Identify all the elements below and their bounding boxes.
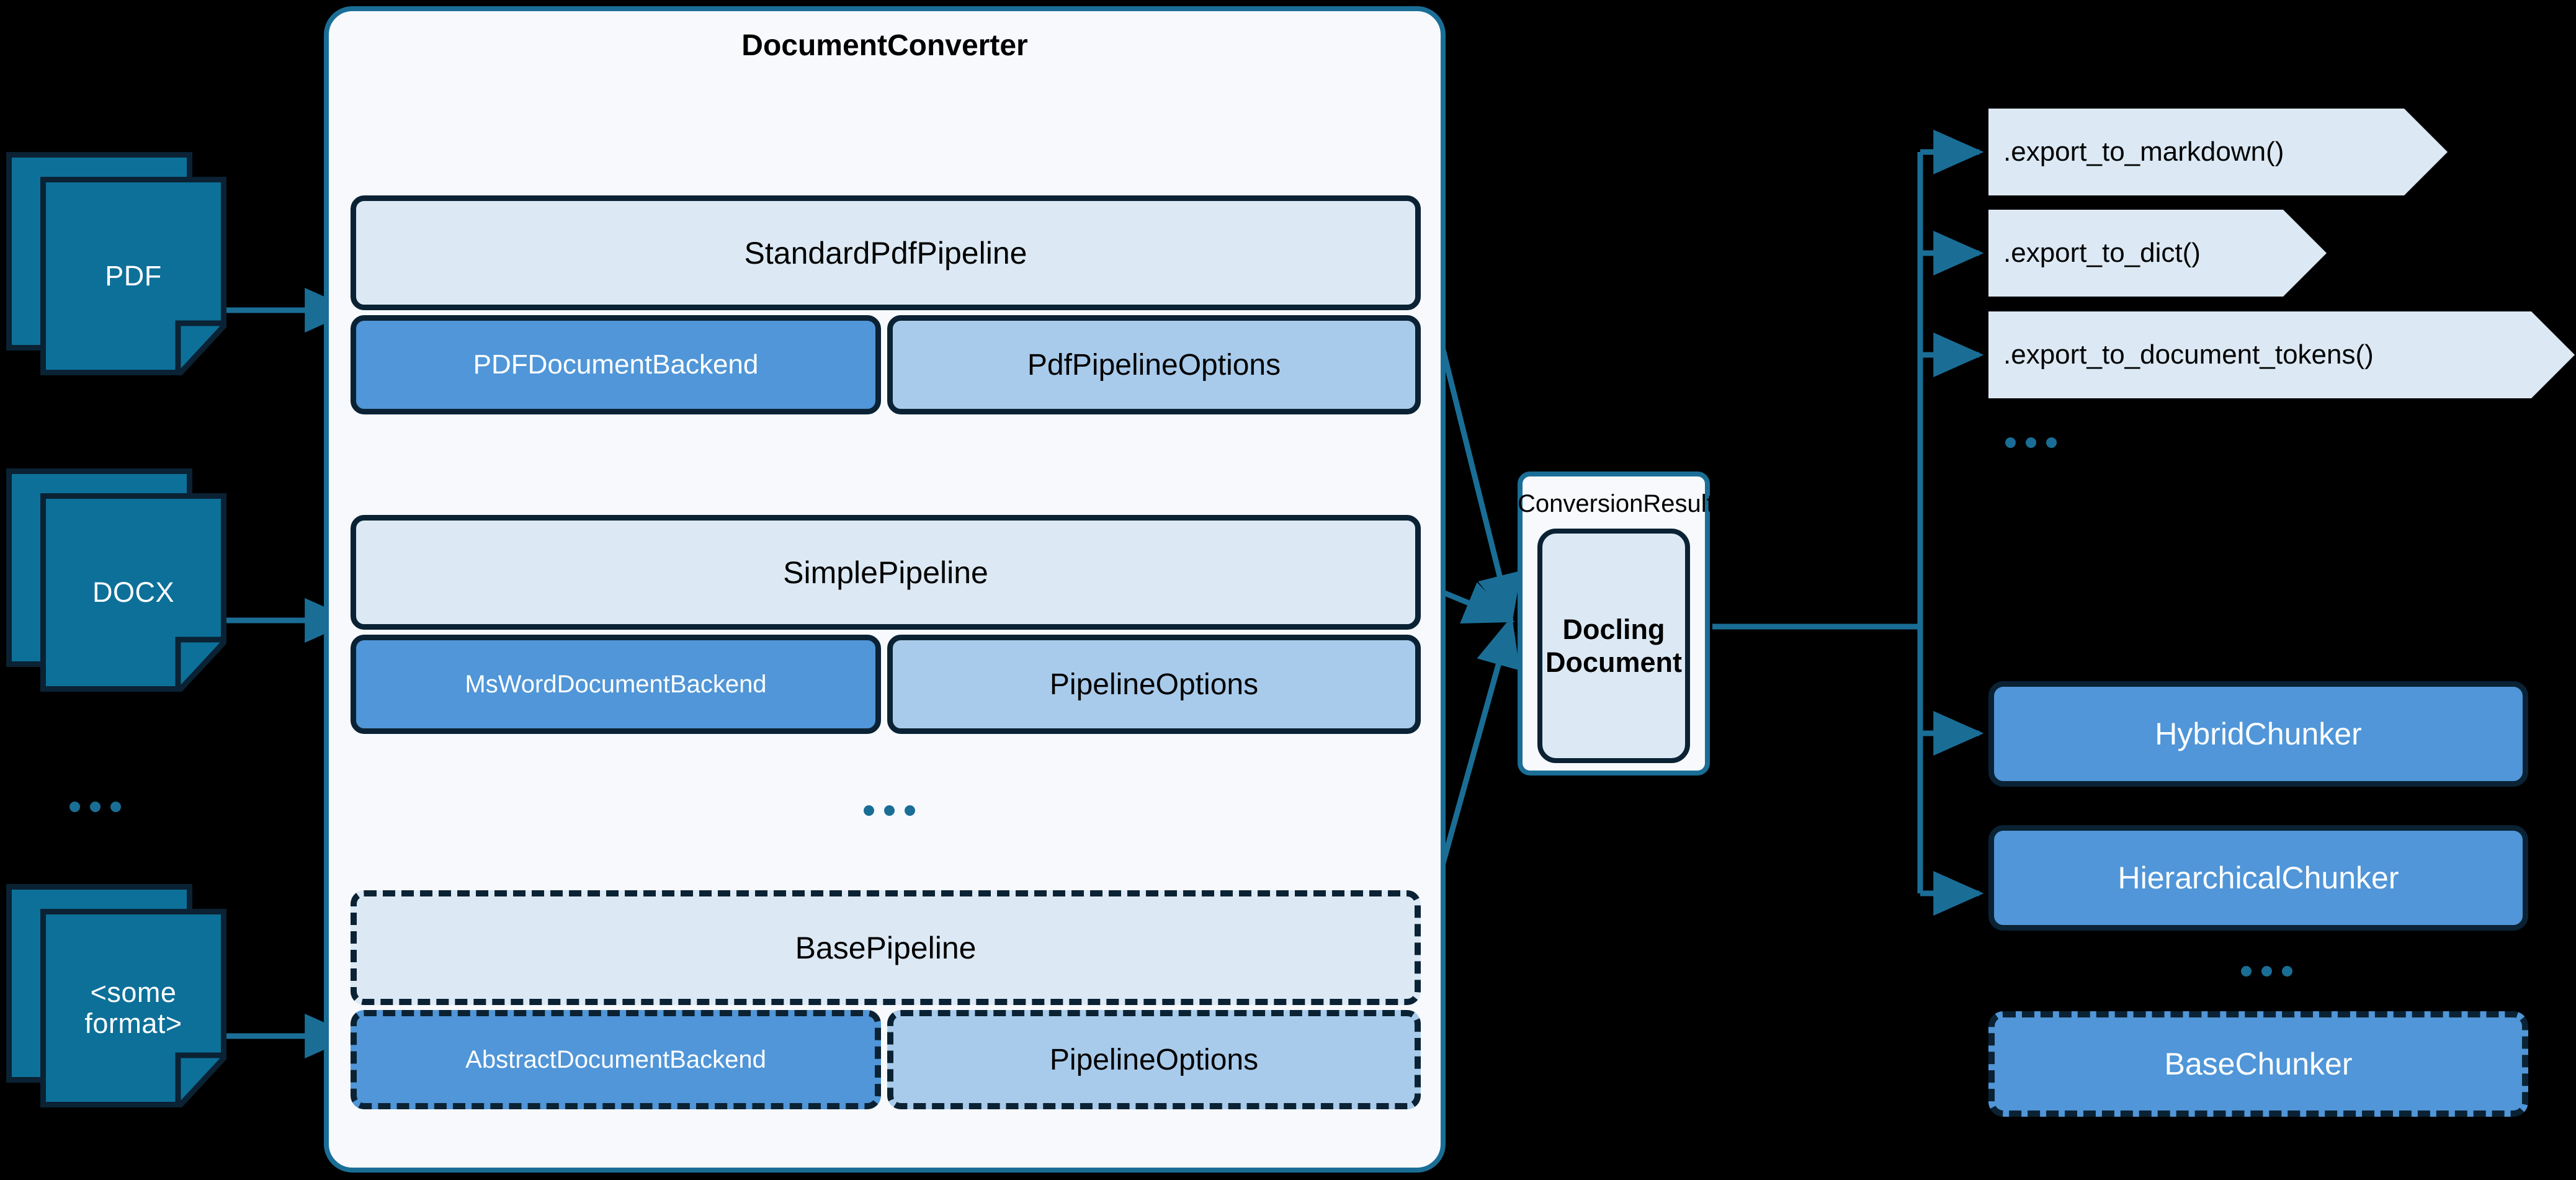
export-method-dict[interactable]: .export_to_dict() xyxy=(1988,210,2327,297)
pipeline-simplepipeline-header[interactable]: SimplePipeline xyxy=(351,515,1421,630)
document-icon-label: DOCX xyxy=(92,576,174,608)
export-method-document-tokens[interactable]: .export_to_document_tokens() xyxy=(1988,311,2575,398)
document-front-sheet xyxy=(40,493,226,692)
pipeline-standardpdfpipeline-header[interactable]: StandardPdfPipeline xyxy=(351,195,1421,310)
document-front-outline xyxy=(40,493,226,692)
pipeline-simplepipeline-options[interactable]: PipelineOptions xyxy=(887,635,1421,734)
chunker-hybrid[interactable]: HybridChunker xyxy=(1988,681,2528,787)
conversion-result-label: ConversionResult xyxy=(1518,490,1714,517)
document-icon-other-format[interactable]: <some format> xyxy=(6,884,230,1111)
chunker-ellipsis xyxy=(2241,966,2292,977)
input-ellipsis xyxy=(69,802,121,812)
pipeline-basepipeline-options[interactable]: PipelineOptions xyxy=(887,1010,1421,1109)
document-icon-pdf[interactable]: PDF xyxy=(6,152,230,378)
pipeline-standardpdfpipeline-backend[interactable]: PDFDocumentBackend xyxy=(351,315,881,414)
export-ellipsis xyxy=(2005,437,2057,448)
pipeline-basepipeline-backend[interactable]: AbstractDocumentBackend xyxy=(351,1010,881,1109)
docling-document-box[interactable]: Docling Document xyxy=(1537,529,1690,763)
chunker-hierarchical[interactable]: HierarchicalChunker xyxy=(1988,825,2528,931)
document-fold-icon xyxy=(175,320,226,375)
document-icon-label: PDF xyxy=(105,259,162,292)
document-icon-label: <some format> xyxy=(84,976,182,1039)
document-converter-title: DocumentConverter xyxy=(741,29,1028,62)
pipeline-standardpdfpipeline-options[interactable]: PdfPipelineOptions xyxy=(887,315,1421,414)
export-method-markdown[interactable]: .export_to_markdown() xyxy=(1988,109,2448,195)
pipeline-basepipeline-header[interactable]: BasePipeline xyxy=(351,890,1421,1005)
document-front-sheet xyxy=(40,177,226,375)
pipeline-ellipsis xyxy=(864,805,915,816)
document-front-outline xyxy=(40,177,226,375)
document-icon-docx[interactable]: DOCX xyxy=(6,468,230,695)
document-fold-icon xyxy=(175,1052,226,1107)
document-front-outline xyxy=(40,909,226,1107)
document-fold-icon xyxy=(175,637,226,692)
document-front-sheet xyxy=(40,909,226,1107)
chunker-base[interactable]: BaseChunker xyxy=(1988,1011,2528,1117)
pipeline-simplepipeline-backend[interactable]: MsWordDocumentBackend xyxy=(351,635,881,734)
